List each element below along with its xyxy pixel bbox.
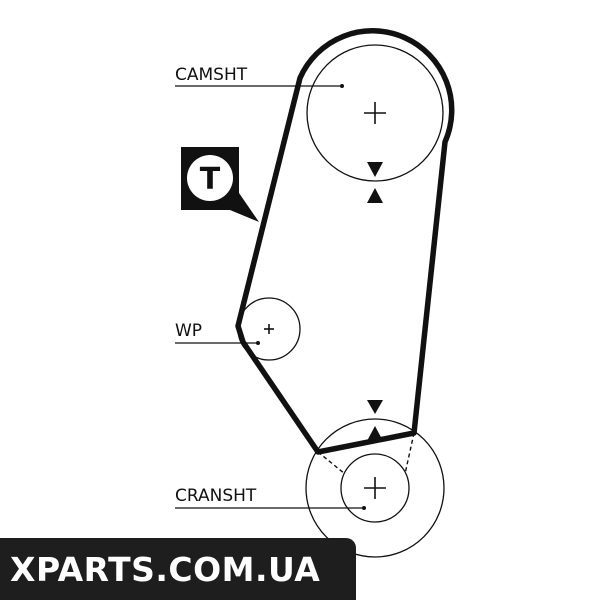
crankshaft-label: CRANSHT — [175, 486, 257, 506]
belt-hidden-left — [317, 451, 346, 475]
tensioner-letter: T — [200, 162, 221, 197]
crankshaft-leader-dot — [362, 506, 366, 510]
watermark-text: XPARTS.COM.UA — [10, 549, 321, 589]
camshaft-label: CAMSHT — [175, 65, 248, 85]
camshaft-leader-dot — [340, 84, 344, 88]
camshaft-center-mark — [364, 102, 386, 124]
timing-belt — [235, 28, 455, 455]
water-pump-leader-dot — [256, 341, 260, 345]
crankshaft-sprocket — [340, 453, 410, 523]
tensioner-letter-circle — [187, 155, 233, 201]
water-pump-label: WP — [175, 321, 202, 341]
water-pump-center-mark — [264, 324, 274, 334]
crankshaft-outer-disc — [305, 418, 445, 558]
crankshaft-center-mark — [364, 477, 386, 499]
camshaft-timing-mark — [367, 162, 383, 203]
camshaft-pulley — [306, 44, 444, 182]
belt-hidden-right — [404, 432, 415, 475]
tensioner-marker: T — [181, 147, 259, 222]
crankshaft-timing-mark — [367, 400, 383, 441]
watermark-banner: XPARTS.COM.UA — [0, 538, 356, 600]
